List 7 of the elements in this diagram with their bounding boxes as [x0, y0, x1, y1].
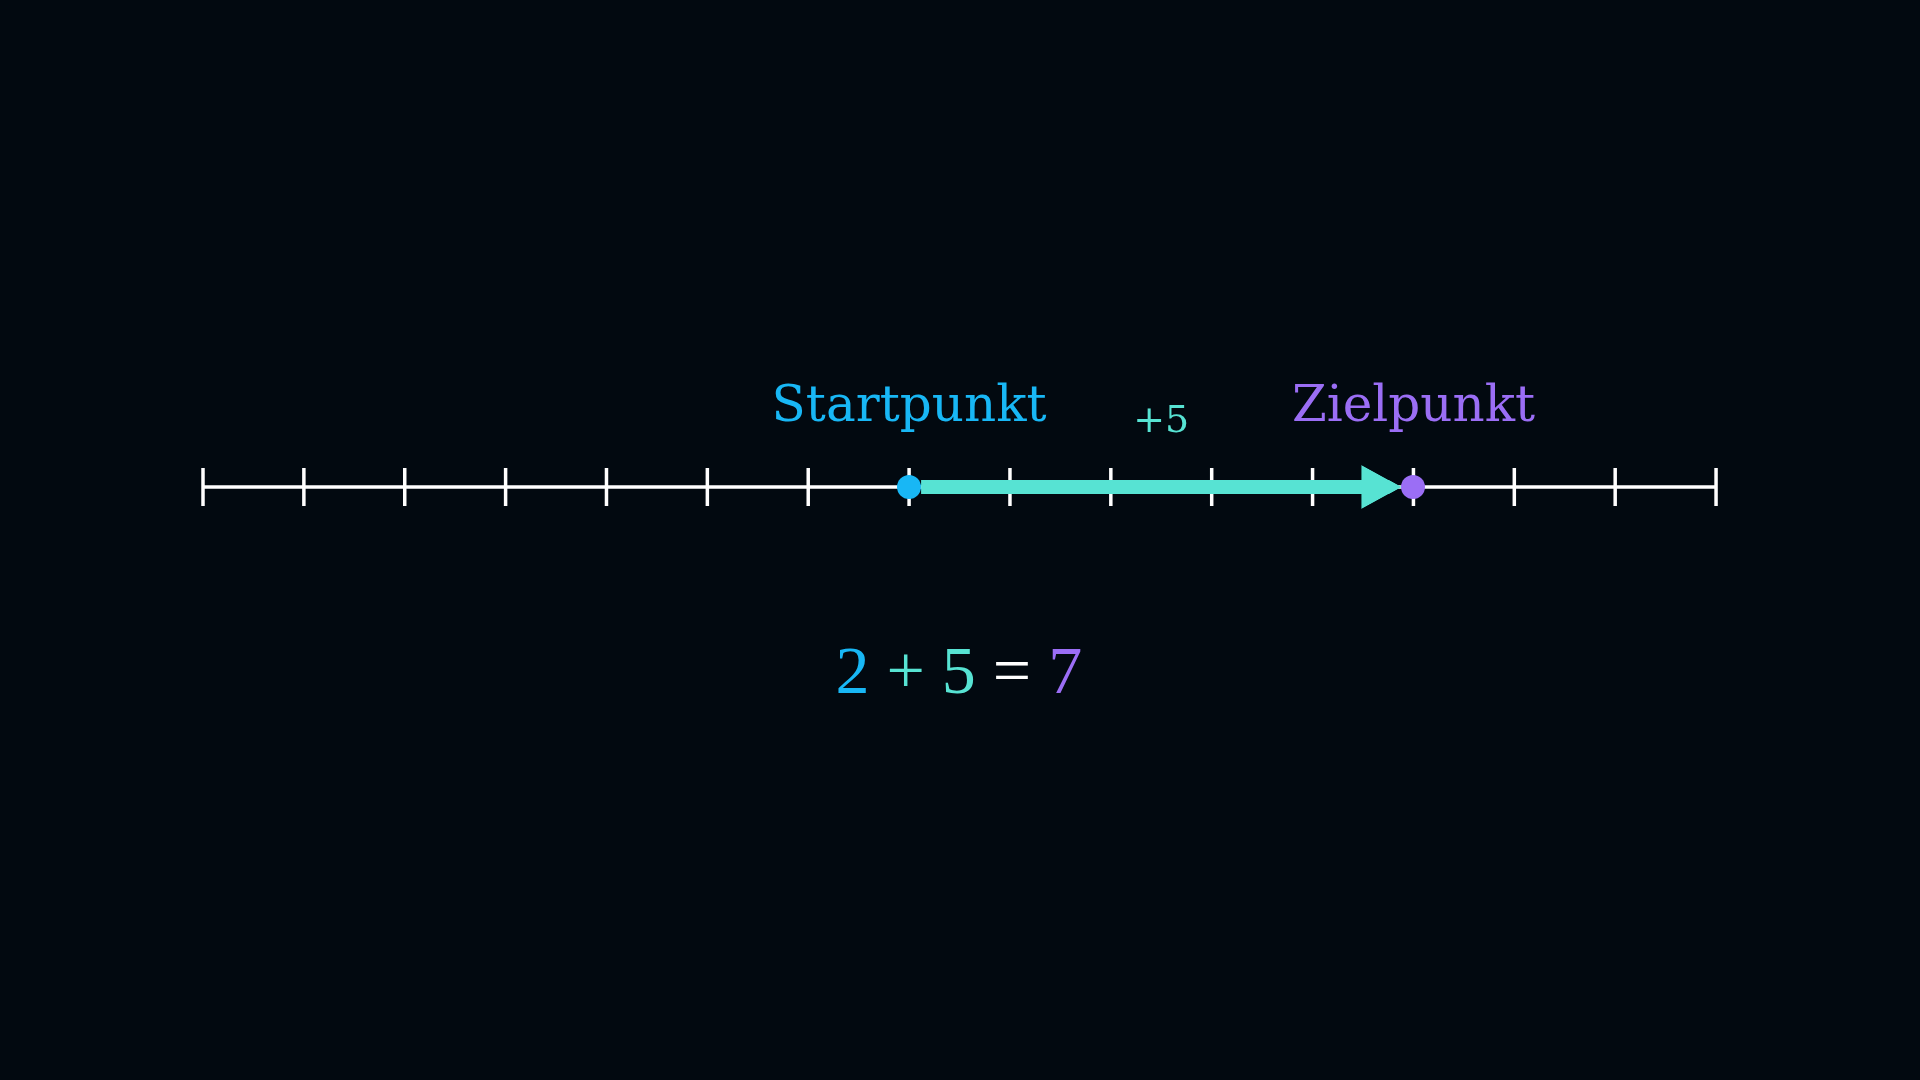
- dot-marker-icon: [1401, 475, 1426, 499]
- point-label: Startpunkt: [771, 376, 1047, 434]
- point-label: Zielpunkt: [1291, 376, 1536, 434]
- arrow: [921, 465, 1402, 509]
- equation-text: 2 + 5 = 7: [835, 631, 1083, 710]
- dot-marker-icon: [897, 475, 922, 499]
- edge-label: +5: [1133, 398, 1190, 442]
